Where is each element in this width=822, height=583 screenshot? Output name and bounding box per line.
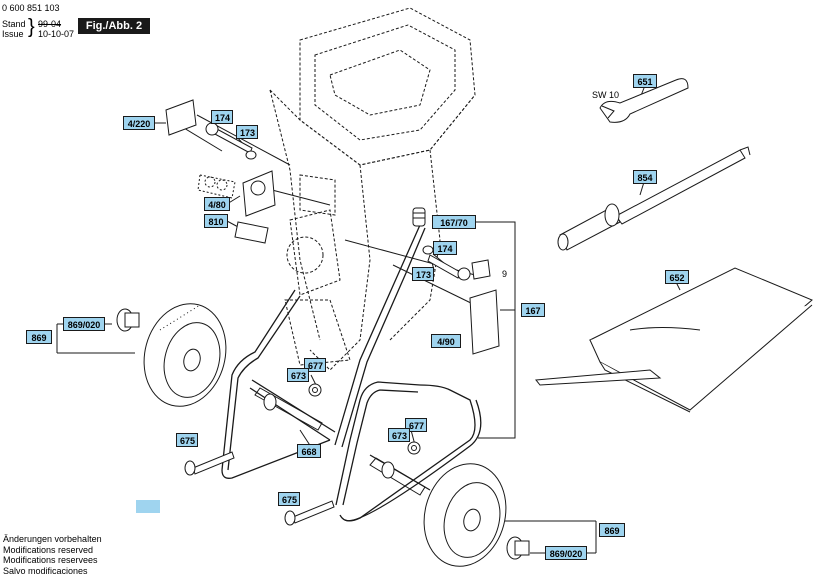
bolt-675-lower (284, 500, 335, 526)
part-label-167-70: 167/70 (432, 215, 476, 229)
doc-number: 0 600 851 103 (2, 3, 60, 13)
footer-line-es: Salvo modificaciones (3, 565, 88, 576)
knob-167-70 (412, 207, 426, 227)
footer-notes: Änderungen vorbehalten Modifications res… (3, 534, 102, 576)
label-plate-9 (471, 259, 491, 280)
stand-date: 99-04 (38, 19, 62, 29)
nut-677-lower (407, 441, 421, 455)
bolt-174-lower (427, 254, 471, 281)
part-label-869-left: 869 (26, 330, 52, 344)
footer-line-de: Änderungen vorbehalten (3, 534, 102, 544)
washer-173-lower (422, 245, 434, 255)
part-label-668: 668 (297, 444, 321, 458)
part-label-675-upper: 675 (176, 433, 198, 447)
part-label-652: 652 (665, 270, 689, 284)
push-stick-854 (557, 146, 751, 251)
part-label-4-220: 4/220 (123, 116, 155, 130)
leader-lines (56, 87, 681, 554)
cap-dashed (197, 174, 236, 199)
part-label-854: 854 (633, 170, 657, 184)
part-label-651: 651 (633, 74, 657, 88)
part-label-9: 9 (502, 269, 508, 279)
wrench-651 (599, 78, 689, 123)
part-label-173-upper: 173 (236, 125, 258, 139)
bolt-675-upper (184, 451, 235, 476)
part-label-869-right: 869 (599, 523, 625, 537)
part-label-173-lower: 173 (412, 267, 434, 281)
collection-bag-652 (535, 267, 813, 413)
footer-line-en: Modifications reserved (3, 544, 94, 555)
figure-label: Fig./Abb. 2 (78, 18, 150, 34)
washer-173-upper (245, 150, 257, 160)
footer-line-fr: Modifications reservees (3, 555, 98, 565)
housing-hopper-outline (269, 7, 476, 371)
hub-cap-left (116, 308, 140, 332)
stand-label: Stand (2, 19, 26, 29)
hub-cap-right (506, 536, 530, 560)
part-label-677-lower: 677 (405, 418, 427, 432)
part-label-174-lower: 174 (433, 241, 457, 255)
issue-date: 10-10-07 (38, 29, 75, 39)
label-plate-4-80 (242, 170, 276, 217)
part-label-869-020-left: 869/020 (63, 317, 105, 331)
brace-icon: } (28, 16, 35, 38)
part-label-675-lower: 675 (278, 492, 300, 506)
wrench-size-label: SW 10 (592, 90, 620, 100)
nut-677-upper (308, 383, 322, 397)
color-swatch (136, 500, 160, 513)
part-label-869-020-right: 869/020 (545, 546, 587, 560)
part-label-677-upper: 677 (304, 358, 326, 372)
part-label-673-upper: 673 (287, 368, 309, 382)
part-label-4-90: 4/90 (431, 334, 461, 348)
label-plate-4-220 (165, 99, 197, 136)
label-plate-810 (234, 221, 269, 244)
part-label-167: 167 (521, 303, 545, 317)
issue-label: Issue (2, 29, 24, 39)
axle-shafts (254, 387, 426, 496)
part-label-174-upper: 174 (211, 110, 233, 124)
part-label-673-lower: 673 (388, 428, 410, 442)
part-label-810: 810 (204, 214, 228, 228)
label-plate-4-90 (469, 289, 500, 355)
wheel-right (423, 463, 507, 567)
part-label-4-80: 4/80 (204, 197, 230, 211)
wheel-left (143, 303, 227, 407)
